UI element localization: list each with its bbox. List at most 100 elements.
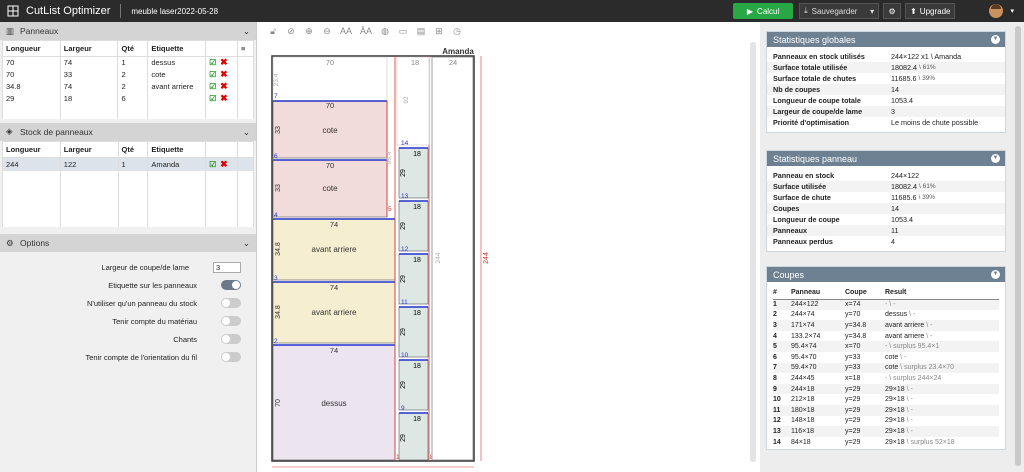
cell[interactable]: 6 (117, 92, 149, 105)
menu-icon[interactable]: ≡ (237, 40, 254, 57)
cell[interactable]: 74 (59, 80, 119, 93)
stat-value: 3 (891, 107, 895, 116)
table-row-empty[interactable] (2, 104, 254, 119)
download-icon: ⤓ (804, 6, 808, 15)
lock-icon[interactable]: 🔓︎ (270, 25, 276, 36)
right-panel-scrollbar[interactable] (1015, 26, 1021, 466)
chevron-down-icon[interactable]: ▼ (991, 35, 1000, 44)
cell[interactable]: 70 (2, 56, 61, 69)
checkbox-icon[interactable]: ☑ (209, 82, 217, 91)
col-header[interactable]: Largeur (59, 140, 119, 158)
cell[interactable]: 2 (117, 80, 149, 93)
stats-panneau-header[interactable]: Statistiques panneau ▼ (767, 151, 1005, 166)
delete-icon[interactable]: ✖ (220, 57, 228, 68)
zoom-reset-icon[interactable]: ⊘ (287, 25, 295, 36)
part-width: 74 (330, 220, 338, 229)
chevron-down-icon[interactable]: ⌄ (242, 238, 250, 248)
ruler-icon[interactable]: ▭ (398, 25, 408, 36)
col-header[interactable]: Longueur (2, 40, 61, 57)
checkbox-icon[interactable]: ☑ (209, 70, 217, 79)
cell[interactable]: 34.8 (2, 80, 61, 93)
chevron-down-icon[interactable]: ⌄ (242, 126, 250, 137)
col-header[interactable]: Etiquette (147, 40, 207, 57)
border-icon[interactable]: ▤ (416, 25, 426, 36)
cell[interactable]: 70 (2, 68, 61, 81)
option-label: N'utiliser qu'un panneau du stock (86, 298, 197, 308)
table-row-empty[interactable] (2, 185, 254, 199)
stats-globales-header[interactable]: Statistiques globales ▼ (767, 32, 1005, 47)
chevron-down-icon[interactable]: ⌄ (242, 26, 250, 36)
delete-icon[interactable]: ✖ (220, 93, 228, 103)
checkbox-icon[interactable]: ☑ (209, 58, 217, 68)
table-row-empty[interactable] (2, 171, 254, 185)
toggle-switch[interactable] (221, 334, 241, 344)
font-size-alt-icon[interactable]: ĀA (360, 26, 373, 36)
table-row-empty[interactable] (2, 213, 254, 227)
cell[interactable]: 33 (59, 68, 119, 81)
cell[interactable]: cote (147, 68, 207, 81)
col-header[interactable]: Largeur (59, 40, 119, 57)
toggle-switch[interactable] (221, 352, 241, 362)
cell[interactable]: 29 (2, 92, 61, 105)
font-size-icon[interactable]: AA (340, 26, 353, 36)
clock-icon[interactable]: ◷ (453, 25, 461, 36)
file-name[interactable]: meuble laser2022-05-28 (131, 6, 219, 16)
cell[interactable]: 74 (59, 56, 119, 69)
checkbox-icon[interactable]: ☑ (209, 94, 217, 103)
toggle-switch[interactable] (221, 316, 241, 326)
cell[interactable]: 1 (117, 56, 149, 69)
calc-label: Calcul (757, 6, 780, 16)
delete-icon[interactable]: ✖ (220, 69, 228, 79)
coupes-header[interactable]: Coupes ▼ (767, 267, 1005, 282)
calc-button[interactable]: ▶ Calcul (733, 3, 794, 19)
cell[interactable]: Amanda (147, 157, 207, 171)
save-button[interactable]: ⤓ Sauvegarder ▾ (799, 3, 880, 19)
cell[interactable] (147, 92, 207, 105)
palette-icon[interactable]: ◍ (381, 25, 389, 36)
avatar[interactable] (989, 4, 1004, 18)
cell[interactable]: dessus (147, 56, 207, 69)
zoom-out-icon[interactable]: ⊖ (323, 25, 331, 36)
grid-icon[interactable]: ⊞ (435, 25, 443, 36)
col-header[interactable]: Qté (117, 140, 149, 158)
col-header[interactable]: Qté (117, 40, 149, 57)
checkbox-icon[interactable]: ☑ (209, 159, 217, 169)
chevron-down-icon[interactable]: ▼ (991, 154, 1000, 163)
stat-percent: \ 61% (918, 64, 936, 71)
chevron-down-icon[interactable]: ▼ (991, 270, 1000, 279)
col-header[interactable] (205, 40, 238, 57)
cell[interactable]: avant arriere (147, 80, 207, 93)
cell[interactable]: 244 (2, 157, 61, 171)
part-height: 34.8 (275, 305, 282, 319)
delete-icon[interactable]: ✖ (220, 81, 228, 91)
col-header[interactable]: Etiquette (147, 140, 207, 158)
delete-icon[interactable]: ✖ (220, 158, 228, 169)
col-header[interactable] (205, 140, 239, 158)
zoom-in-icon[interactable]: ⊕ (305, 25, 313, 36)
diagram-scrollbar[interactable] (750, 42, 756, 462)
stock-header[interactable]: ◈ Stock de panneaux ⌄ (0, 122, 256, 141)
cell[interactable]: 1 (117, 157, 149, 171)
upgrade-button[interactable]: ⬆ Upgrade (905, 3, 956, 19)
toggle-switch[interactable] (221, 298, 241, 308)
col-header[interactable]: Longueur (2, 140, 61, 158)
cell[interactable]: 122 (59, 157, 119, 171)
kerf-input[interactable]: 3 (213, 261, 241, 273)
options-header[interactable]: ⚙ Options ⌄ (0, 234, 256, 252)
toggle-switch[interactable] (221, 280, 241, 290)
cell[interactable]: 2 (117, 68, 149, 81)
table-row-empty[interactable] (2, 199, 254, 213)
settings-button[interactable]: ⚙ (883, 3, 902, 19)
dim-label: 24 (449, 58, 457, 67)
panneaux-header[interactable]: ▥ Panneaux ⌄ (0, 22, 256, 40)
chevron-down-icon[interactable]: ▾ (1010, 8, 1014, 15)
cell[interactable]: 18 (59, 92, 119, 105)
